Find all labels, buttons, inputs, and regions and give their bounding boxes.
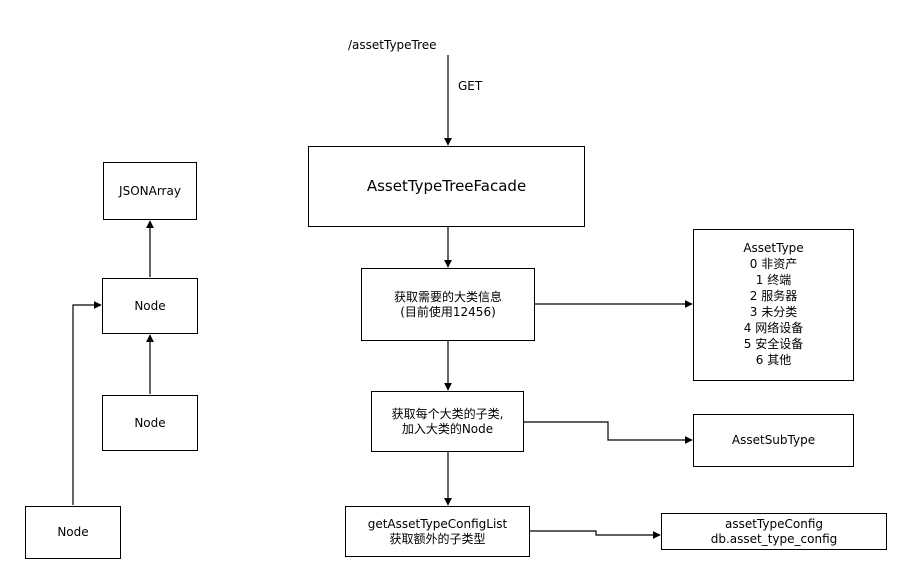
step3-line-1: getAssetTypeConfigList [367,516,508,531]
step2-line-1: 获取每个大类的子类, [391,406,504,421]
asset-type-item: 4 网络设备 [743,320,804,335]
node-label: Node [57,525,89,539]
get-asset-type-config-list-box: getAssetTypeConfigList 获取额外的子类型 [345,506,530,557]
step3-line-2: 获取额外的子类型 [389,531,486,546]
node-box: Node [102,395,198,451]
node-box: Node [25,506,121,559]
asset-type-item: 5 安全设备 [743,336,804,351]
json-array-label: JSONArray [119,183,181,198]
facade-label: AssetTypeTreeFacade [366,177,527,196]
asset-type-title: AssetType [743,241,804,256]
endpoint-path-label: /assetTypeTree [348,38,437,52]
step1-line-1: 获取需要的大类信息 [393,289,502,304]
asset-type-config-box: assetTypeConfig db.asset_type_config [661,513,887,550]
node-label: Node [134,298,166,313]
step1-line-2: (目前使用12456) [400,304,496,319]
asset-type-item: 0 非资产 [749,257,798,272]
asset-type-item: 2 服务器 [749,289,798,304]
asset-type-config-line-2: db.asset_type_config [710,531,838,546]
asset-type-item: 1 终端 [755,273,792,288]
asset-type-item: 3 未分类 [749,305,798,319]
arrow-step3-to-asset-type-config [530,530,661,539]
step2-line-2: 加入大类的Node [401,421,494,436]
asset-sub-type-label: AssetSubType [731,433,816,447]
node-box: Node [102,278,198,334]
asset-sub-type-box: AssetSubType [693,414,854,467]
http-method-label: GET [458,79,483,93]
asset-type-config-line-1: assetTypeConfig [724,517,823,532]
json-array-box: JSONArray [103,162,197,220]
arrow-step2-to-asset-sub-type [524,421,693,444]
asset-type-tree-facade-box: AssetTypeTreeFacade [308,146,585,227]
fetch-major-categories-box: 获取需要的大类信息 (目前使用12456) [361,268,535,341]
fetch-subcategories-box: 获取每个大类的子类, 加入大类的Node [371,391,524,452]
asset-type-box: AssetType 0 非资产 1 终端 2 服务器 3 未分类 4 网络设备 … [693,229,854,381]
asset-type-item: 6 其他 [755,352,792,367]
node-label: Node [134,415,166,430]
arrow-node-c-to-node-a [72,301,102,505]
